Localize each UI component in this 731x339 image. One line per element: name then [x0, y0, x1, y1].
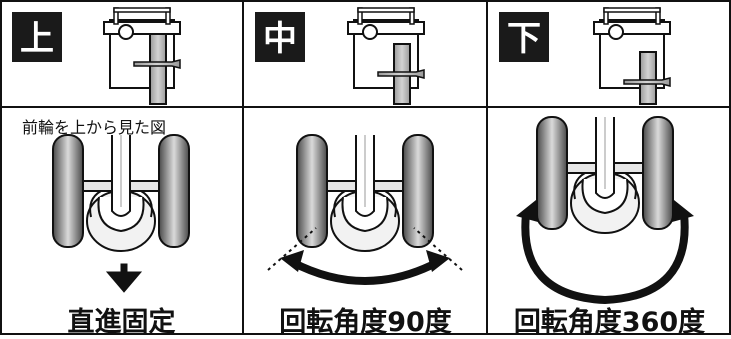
badge-lower-label: 下 — [507, 19, 541, 59]
badge-upper — [12, 12, 62, 62]
rotation-arc-360 — [521, 213, 689, 305]
badge-lower — [499, 12, 549, 62]
caption-top-view: 前輪を上から見た図 — [22, 118, 167, 137]
badge-middle — [255, 12, 305, 62]
caster-topview-upper — [52, 134, 190, 252]
arc360-arrowhead-right — [672, 200, 694, 222]
arc-arrowhead-right — [426, 250, 450, 272]
panel-middle: 中 — [255, 7, 463, 285]
panel-title-upper: 直進固定 — [67, 307, 176, 338]
caster-topview-middle — [296, 134, 434, 252]
badge-upper-label: 上 — [20, 19, 54, 59]
panel-title-lower: 回転角度360度 — [513, 307, 706, 338]
panel-lower: 下 — [499, 7, 694, 305]
badge-middle-label: 中 — [263, 19, 297, 59]
lock-illustration-middle — [347, 7, 425, 105]
panel-upper: 上 — [12, 7, 190, 293]
lock-illustration-upper — [103, 7, 181, 105]
lock-illustration-lower — [593, 7, 671, 105]
arc360-arrowhead-left — [516, 200, 538, 222]
caster-topview-lower — [536, 116, 674, 234]
arc-arrowhead-left — [280, 250, 304, 272]
rotation-arc-90 — [290, 258, 440, 285]
panel-title-middle: 回転角度90度 — [279, 307, 452, 338]
straight-arrow — [105, 263, 143, 293]
